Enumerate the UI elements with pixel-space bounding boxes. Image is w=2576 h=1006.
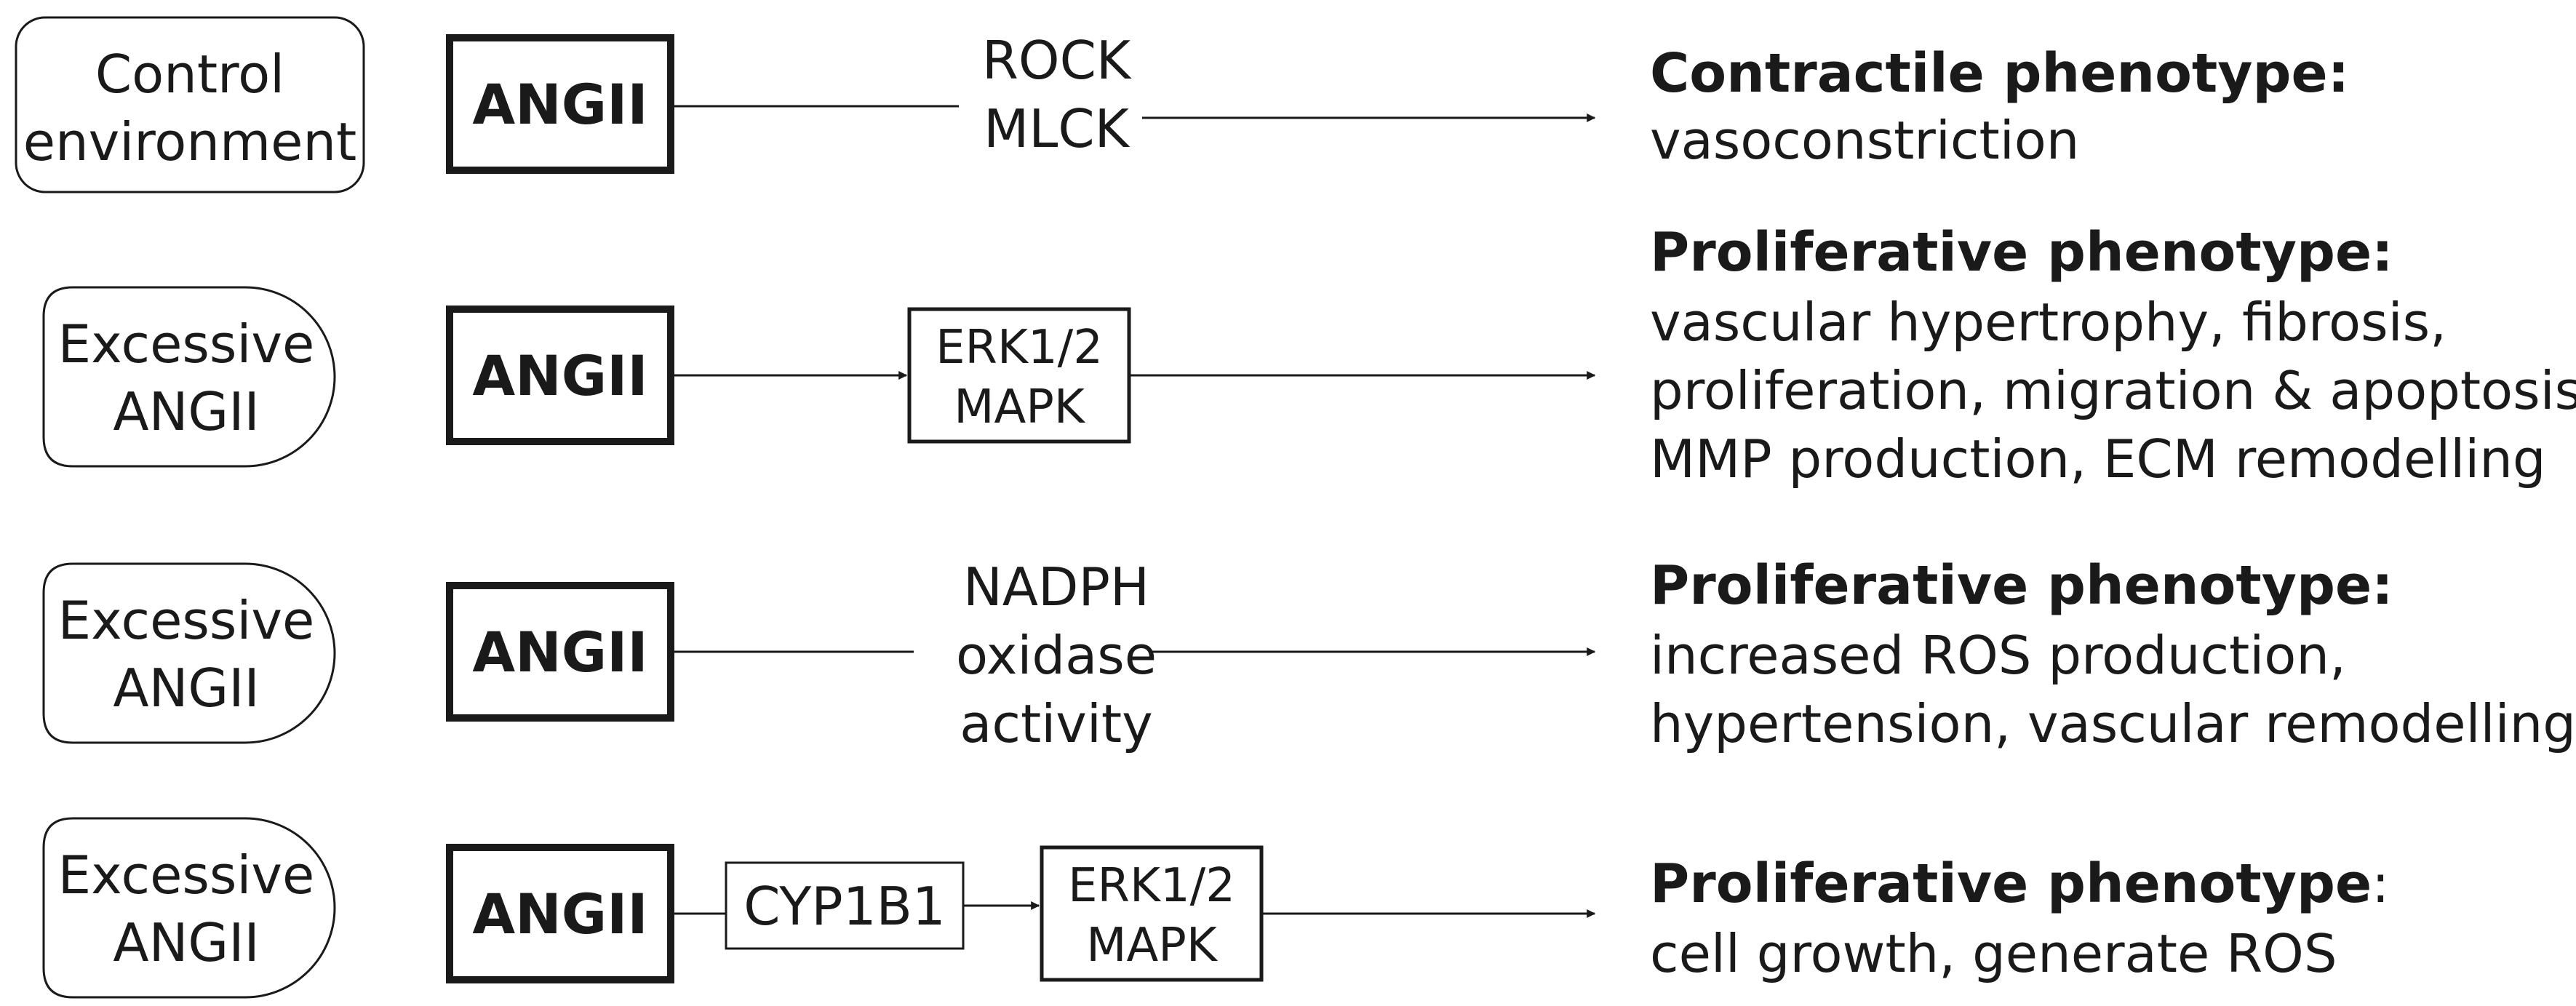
condition-box-excessive: [42, 817, 336, 999]
outcome-line: proliferation, migration & apoptosis,: [1650, 360, 2576, 421]
cyp1b1-box: [725, 861, 965, 950]
row-control: Control environment ANGII ROCK MLCK Cont…: [15, 16, 2349, 193]
outcome-title: Proliferative phenotype:: [1650, 554, 2393, 617]
condition-box-excessive: [42, 286, 336, 468]
mediator-label-nadph: NADPH: [963, 556, 1149, 618]
erk-label: ERK1/2: [1068, 859, 1235, 913]
mediator-label-mlck: MLCK: [984, 98, 1131, 159]
outcome-line: cell growth, generate ROS: [1650, 923, 2337, 984]
condition-label-line2: ANGII: [113, 912, 259, 973]
cyp1b1-label: CYP1B1: [743, 876, 945, 937]
row-excessive-nadph: Excessive ANGII ANGII NADPH oxidase acti…: [42, 554, 2576, 754]
erk-label: ERK1/2: [936, 321, 1103, 375]
outcome-title-colon: :: [2372, 853, 2389, 914]
angii-label: ANGII: [472, 343, 647, 408]
erk-mapk-box: [1040, 845, 1264, 982]
outcome-title: Contractile phenotype:: [1650, 42, 2349, 105]
condition-label-line1: Excessive: [58, 314, 315, 375]
mediator-label-rock: ROCK: [982, 30, 1132, 91]
condition-label-line2: ANGII: [113, 381, 259, 442]
angii-box: [446, 306, 674, 445]
mediator-label-oxidase: oxidase: [956, 625, 1157, 686]
mapk-label: MAPK: [1086, 919, 1219, 973]
condition-label-line1: Excessive: [58, 590, 315, 651]
erk-mapk-box: [907, 307, 1131, 444]
angii-box: [446, 582, 674, 722]
outcome-line: increased ROS production,: [1650, 625, 2346, 686]
outcome-line: hypertension, vascular remodelling: [1650, 693, 2576, 754]
outcome-title: Proliferative phenotype:: [1650, 221, 2393, 284]
condition-box-excessive: [42, 562, 336, 744]
condition-label-line2: ANGII: [113, 658, 259, 719]
mapk-label: MAPK: [954, 380, 1086, 434]
angii-box: [446, 844, 674, 983]
condition-label-line1: Excessive: [58, 845, 315, 906]
condition-label-line1: Control: [95, 44, 284, 105]
angii-label: ANGII: [472, 620, 647, 684]
angii-label: ANGII: [472, 882, 647, 946]
outcome-line: vascular hypertrophy, fibrosis,: [1650, 292, 2447, 353]
outcome-title: Proliferative phenotype: [1650, 853, 2372, 915]
outcome-line: MMP production, ECM remodelling: [1650, 428, 2546, 490]
angii-box: [446, 34, 674, 174]
outcome-title-line: Proliferative phenotype:: [1650, 853, 2389, 915]
condition-box-control: [15, 16, 365, 193]
angii-label: ANGII: [472, 72, 647, 137]
outcome-line: vasoconstriction: [1650, 110, 2079, 171]
mediator-label-activity: activity: [960, 693, 1152, 754]
row-excessive-cyp1b1: Excessive ANGII ANGII CYP1B1 ERK1/2 MAPK…: [42, 817, 2389, 999]
condition-label-line2: environment: [23, 111, 357, 172]
row-excessive-erk: Excessive ANGII ANGII ERK1/2 MAPK Prolif…: [42, 221, 2576, 490]
